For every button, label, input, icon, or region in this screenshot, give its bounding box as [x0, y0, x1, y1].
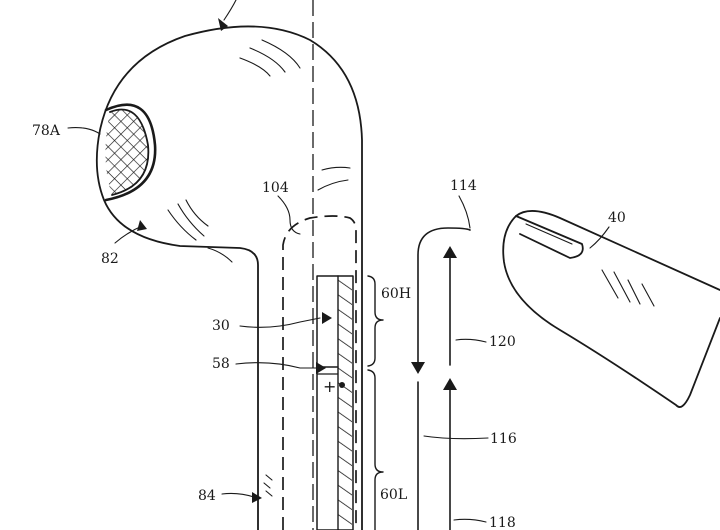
label-60H: 60H	[381, 286, 411, 302]
label-114: 114	[450, 178, 477, 194]
component-stack: +	[316, 275, 354, 530]
fingernail	[515, 215, 584, 259]
reference-labels: 78A 82 104 114 40 60H 30 58 120 116 84 6…	[32, 123, 626, 530]
label-116: 116	[490, 431, 517, 447]
shading-strokes	[167, 39, 351, 497]
label-60L: 60L	[380, 487, 407, 503]
finger	[502, 210, 720, 408]
motion-path	[411, 227, 471, 530]
earbud-body	[95, 25, 363, 530]
label-58: 58	[212, 356, 230, 372]
label-40: 40	[608, 210, 626, 226]
inner-dashed-region	[282, 215, 357, 530]
speaker-rim	[104, 103, 157, 202]
finger-outline	[502, 210, 720, 408]
sensor-dot	[339, 382, 345, 388]
label-82: 82	[101, 251, 119, 267]
leader-lines	[67, 0, 610, 523]
label-84: 84	[198, 488, 216, 504]
label-104: 104	[262, 180, 289, 196]
component-outline	[316, 275, 354, 530]
label-118: 118	[489, 515, 516, 530]
label-30: 30	[212, 318, 230, 334]
earbud-outline	[95, 25, 363, 530]
return-path	[417, 227, 471, 366]
brace-60H	[367, 275, 384, 367]
brace-60L	[367, 369, 384, 530]
label-120: 120	[489, 334, 516, 350]
hatched-strip	[338, 278, 352, 530]
plus-marker: +	[323, 377, 336, 396]
label-78A: 78A	[32, 123, 61, 139]
